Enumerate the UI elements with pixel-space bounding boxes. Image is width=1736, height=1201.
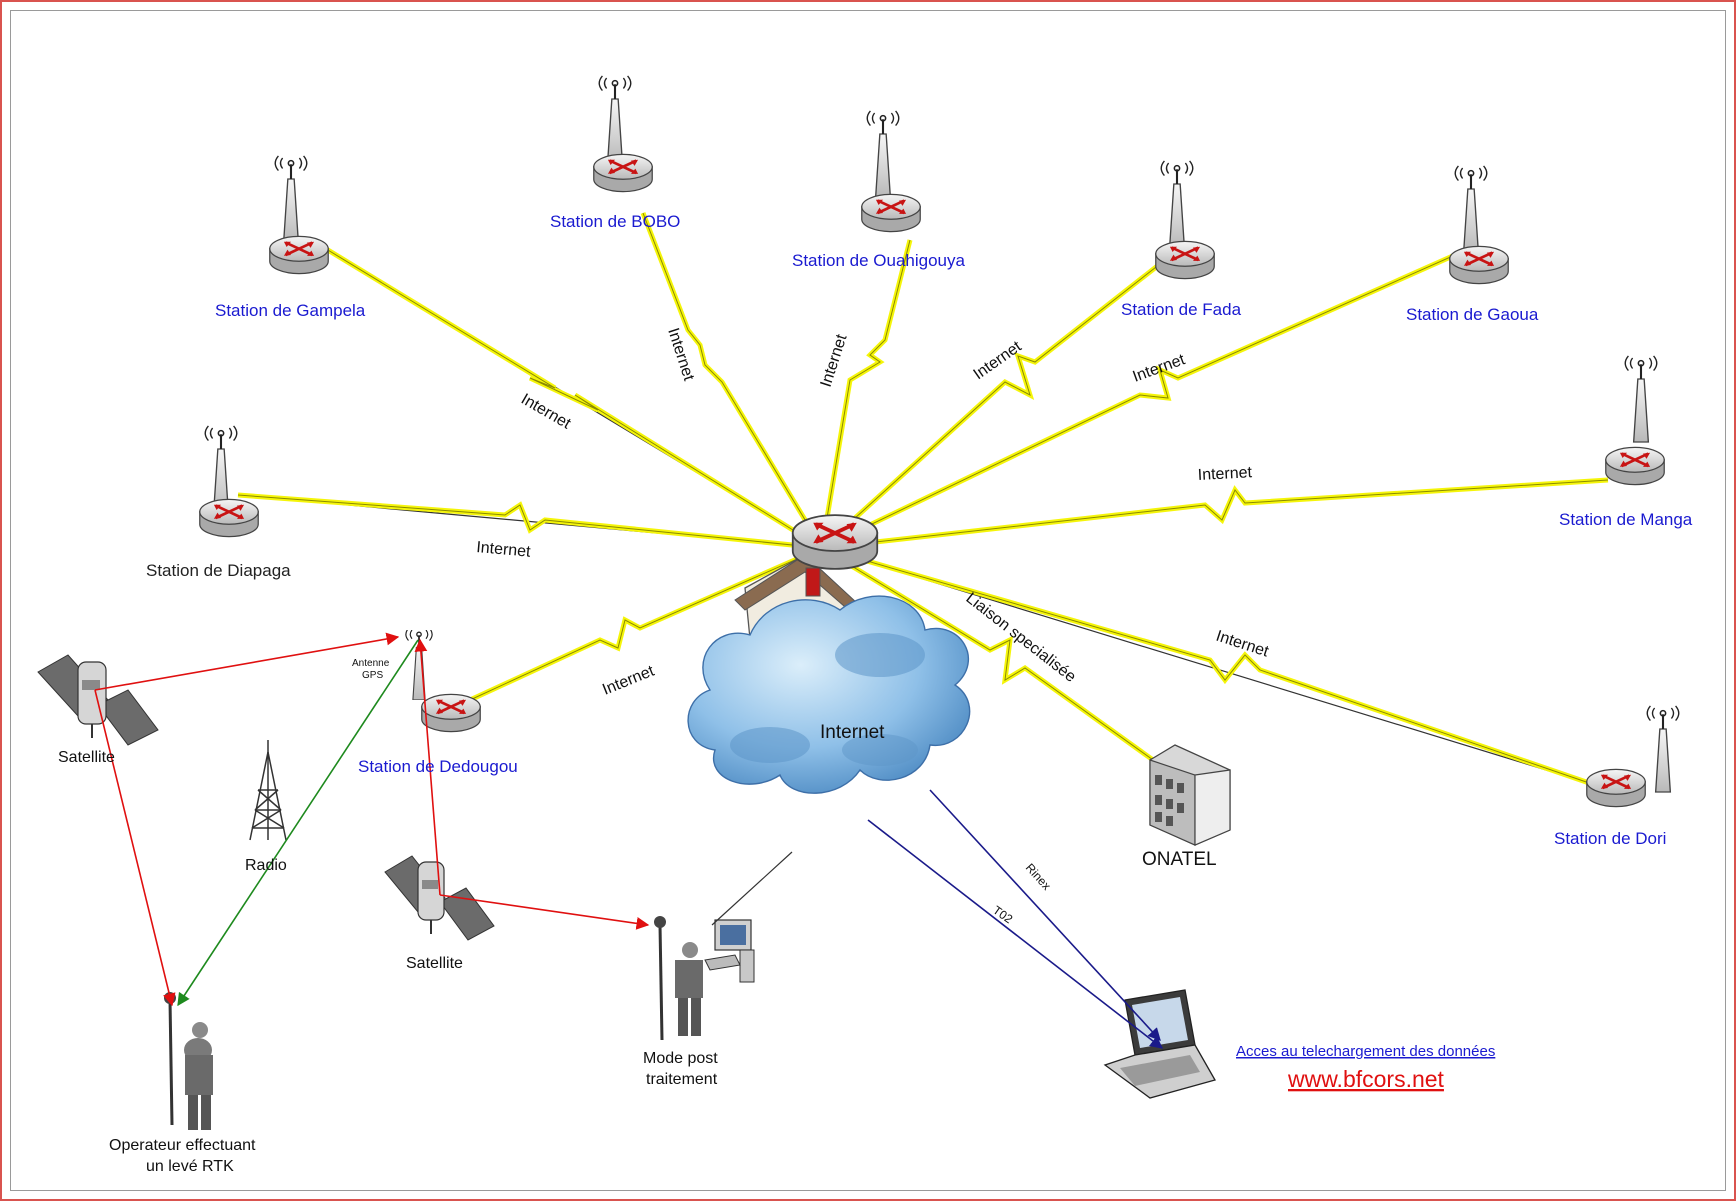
operator-label-line2: un levé RTK — [146, 1158, 234, 1175]
operator-label-line1: Operateur effectuant — [109, 1137, 256, 1154]
router-icon — [198, 498, 260, 538]
radio-tower-icon — [249, 740, 287, 841]
central-router-icon — [790, 513, 880, 571]
station-tower-dori — [1585, 704, 1681, 808]
inner-frame — [10, 10, 1726, 1191]
station-tower-fada — [1154, 160, 1216, 280]
station-tower-diapaga — [198, 425, 260, 538]
station-label-bobo: Station de BOBO — [550, 212, 680, 231]
router-icon — [1154, 240, 1216, 280]
router-icon — [1585, 768, 1647, 808]
onatel-building-icon — [1149, 744, 1231, 846]
satellite-label-center: Satellite — [406, 955, 463, 972]
router-icon — [860, 193, 922, 233]
link-label-diapaga: Internet — [476, 539, 532, 561]
link-label-t02: T02 — [990, 903, 1015, 927]
surveyor-operator-icon — [164, 992, 213, 1130]
station-tower-manga — [1604, 354, 1666, 486]
link-ouahigouya — [819, 239, 913, 549]
internet-cloud — [687, 595, 971, 794]
signal-arrows — [94, 632, 1164, 1049]
laptop-icon — [1103, 989, 1216, 1099]
link-manga — [821, 477, 1609, 551]
antenna-label-line2: GPS — [362, 670, 383, 681]
link-fada — [820, 258, 1167, 550]
link-gaoua — [820, 252, 1457, 551]
surveyor-post-icon — [654, 916, 703, 1041]
link-label-gaoua: Internet — [1131, 351, 1188, 386]
router-icon — [1448, 245, 1510, 285]
links-layer — [237, 212, 1609, 788]
router-icon — [592, 153, 654, 193]
link-label-rinex: Rinex — [1023, 861, 1054, 893]
station-tower-gaoua — [1448, 165, 1510, 285]
access-download-link[interactable]: Acces au telechargement des données — [1236, 1043, 1495, 1060]
onatel-label: ONATEL — [1142, 849, 1217, 870]
link-gampela — [316, 241, 824, 551]
station-label-dedougou: Station de Dedougou — [358, 757, 518, 776]
link-label-dedougou: Internet — [600, 662, 657, 698]
satellite-label-left: Satellite — [58, 749, 115, 766]
satellite-icon-center — [384, 855, 495, 941]
link-dori — [821, 545, 1596, 788]
station-tower-gampela — [268, 155, 330, 275]
station-label-gaoua: Station de Gaoua — [1406, 305, 1539, 324]
link-bobo — [640, 212, 825, 550]
link-onatel — [820, 545, 1162, 768]
station-label-dori: Station de Dori — [1554, 829, 1666, 848]
radio-label: Radio — [245, 857, 287, 874]
post-label-line2: traitement — [646, 1071, 718, 1088]
post-label-line1: Mode post — [643, 1050, 718, 1067]
link-label-manga: Internet — [1197, 464, 1253, 484]
router-icon — [1604, 446, 1666, 486]
station-label-fada: Station de Fada — [1121, 300, 1242, 319]
website-url-link[interactable]: www.bfcors.net — [1287, 1066, 1445, 1092]
satellite-icon-left — [37, 654, 159, 746]
link-diapaga — [237, 492, 823, 551]
antenna-label-line1: Antenne — [352, 658, 390, 669]
link-label-ouahigouya: Internet — [818, 332, 851, 389]
station-label-gampela: Station de Gampela — [215, 301, 366, 320]
station-tower-ouahigouya — [860, 110, 922, 233]
router-icon — [268, 235, 330, 275]
station-label-diapaga: Station de Diapaga — [146, 561, 291, 580]
router-icon — [420, 693, 482, 733]
station-label-ouahigouya: Station de Ouahigouya — [792, 251, 966, 270]
station-label-manga: Station de Manga — [1559, 510, 1693, 529]
desktop-computer-icon — [704, 919, 755, 983]
station-tower-dedougou — [404, 630, 482, 733]
link-dedougou — [468, 545, 824, 703]
cloud-label: Internet — [820, 722, 885, 743]
station-tower-bobo — [592, 75, 654, 193]
